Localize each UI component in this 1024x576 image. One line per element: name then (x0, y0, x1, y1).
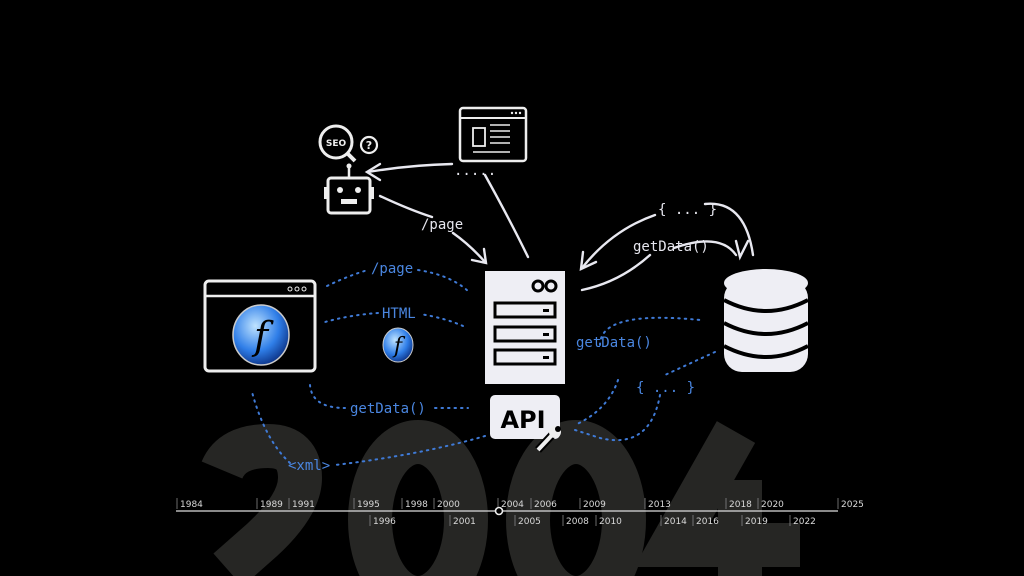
flash-html-label: HTML (382, 306, 416, 322)
year-label-2009[interactable]: 2009 (583, 500, 606, 510)
db-braces-label: { ... } (658, 202, 717, 218)
year-label-2014[interactable]: 2014 (664, 517, 687, 527)
api-text: API (500, 406, 545, 434)
year-label-2013[interactable]: 2013 (648, 500, 671, 510)
seo-text: SEO (326, 139, 347, 149)
year-label-1991[interactable]: 1991 (292, 500, 315, 510)
bot-page-label: /page (421, 217, 463, 233)
timeline-marker[interactable] (494, 506, 504, 516)
robot-icon (324, 163, 374, 215)
svg-text:?: ? (366, 139, 372, 152)
year-label-2006[interactable]: 2006 (534, 500, 557, 510)
solid-arrows (364, 162, 755, 292)
year-label-2022[interactable]: 2022 (793, 517, 816, 527)
year-label-1995[interactable]: 1995 (357, 500, 380, 510)
api-braces-label: { ... } (636, 380, 695, 396)
api-getdata-label: getData() (576, 335, 652, 351)
year-label-2005[interactable]: 2005 (518, 517, 541, 527)
db-getdata-label: getData() (633, 239, 709, 255)
timeline[interactable]: 1984 1989 1991 1995 1998 2000 2004 2006 2009 2013… (176, 498, 864, 527)
flash-logo-small-icon: f (382, 327, 414, 363)
year-label-2018[interactable]: 2018 (729, 500, 752, 510)
flash-getdata-label: getData() (350, 401, 426, 417)
year-label-2004[interactable]: 2004 (501, 500, 524, 510)
year-label-2020[interactable]: 2020 (761, 500, 784, 510)
year-label-1998[interactable]: 1998 (405, 500, 428, 510)
dots-label: ..... (454, 163, 496, 179)
flash-browser-window (203, 279, 317, 373)
server-icon (485, 271, 565, 384)
year-label-2025[interactable]: 2025 (841, 500, 864, 510)
year-label-2010[interactable]: 2010 (599, 517, 622, 527)
wrench-icon (535, 426, 561, 453)
year-label-1984[interactable]: 1984 (180, 500, 203, 510)
year-label-1989[interactable]: 1989 (260, 500, 283, 510)
flash-page-label: /page (371, 261, 413, 277)
year-label-2000[interactable]: 2000 (437, 500, 460, 510)
year-label-2016[interactable]: 2016 (696, 517, 719, 527)
question-icon: ? (359, 135, 379, 155)
api-icon: API (490, 395, 560, 439)
flash-logo-icon: f (232, 304, 290, 366)
year-label-1996[interactable]: 1996 (373, 517, 396, 527)
year-label-2019[interactable]: 2019 (745, 517, 768, 527)
dotted-arrows (251, 269, 716, 466)
database-icon (723, 269, 809, 372)
year-label-2008[interactable]: 2008 (566, 517, 589, 527)
seo-magnifier-icon: SEO (318, 124, 357, 163)
xml-label: <xml> (288, 458, 330, 474)
year-label-2001[interactable]: 2001 (453, 517, 476, 527)
webpage-icon (458, 106, 528, 163)
